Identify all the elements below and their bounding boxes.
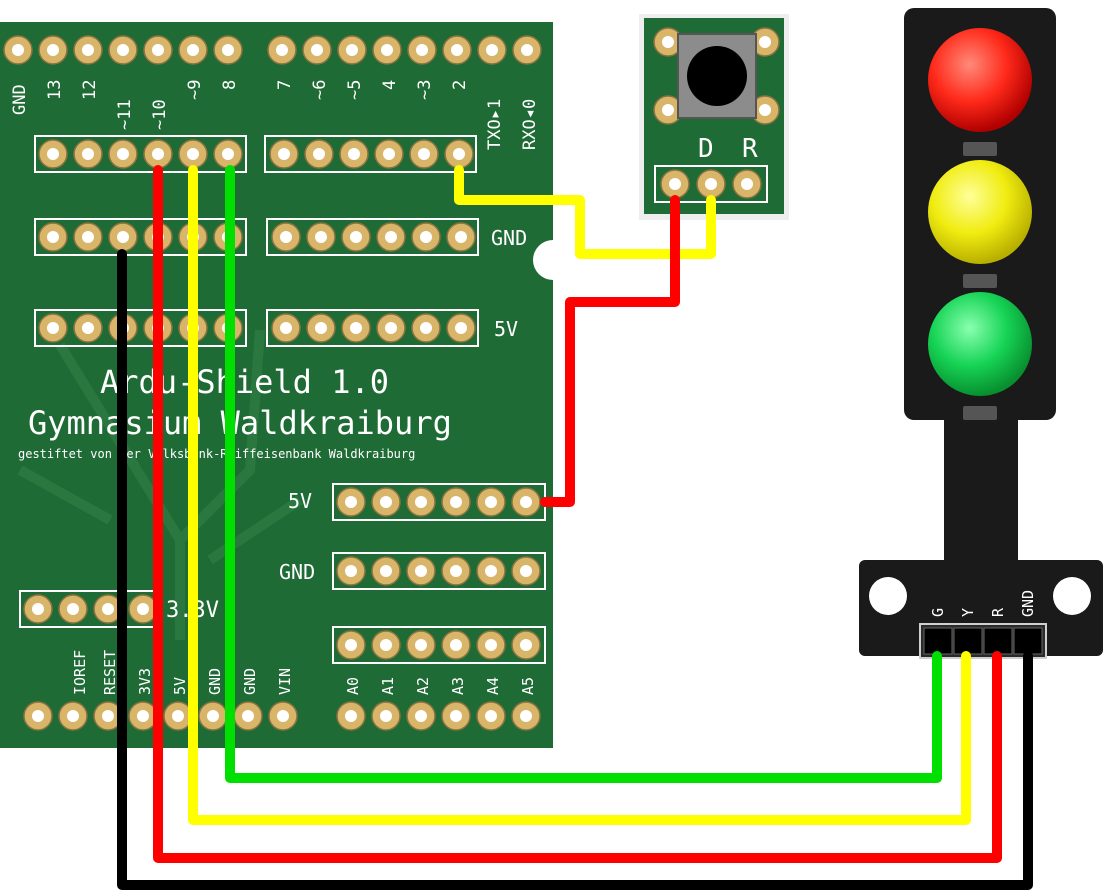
shield-title: Ardu-Shield 1.0 <box>100 363 389 401</box>
top-header-pads <box>3 35 542 65</box>
row-5v-label: 5V <box>494 317 518 341</box>
arduino-shield: GND 13 12 ~11 ~10 ~9 8 7 ~6 ~5 4 ~3 2 TX… <box>0 22 553 748</box>
pin-label-8: 8 <box>220 80 240 90</box>
pin-label-5v: 5V <box>171 677 189 695</box>
button-pin-d <box>696 169 726 199</box>
button-pin-label-d: D <box>698 134 714 164</box>
bottom-header-pads <box>23 701 541 731</box>
mid-5v-label: 5V <box>288 489 312 513</box>
pin-label-a0: A0 <box>344 677 362 695</box>
shield-subtitle: Gymnasium Waldkraiburg <box>28 404 452 442</box>
mount-hole-left <box>869 577 907 615</box>
pin-label-12: 12 <box>80 80 100 100</box>
wire-black-gnd <box>117 249 1033 890</box>
pin-label-13: 13 <box>45 80 65 100</box>
row-gnd-label: GND <box>491 226 527 250</box>
pin-label-5: ~5 <box>345 80 365 100</box>
header-row-gnd: GND <box>34 218 527 256</box>
wire-yellow-button-d <box>454 165 716 259</box>
header-row-1 <box>34 135 477 173</box>
pin-label-tx1: TXO▸1 <box>485 99 505 150</box>
pin-label-gnd: GND <box>10 84 30 115</box>
pin-label-10: ~10 <box>150 99 170 130</box>
pin-label-gnd-1: GND <box>206 668 224 695</box>
traffic-pin-labels: G Y R GND <box>929 590 1037 617</box>
traffic-pin-header <box>919 623 1047 659</box>
button-pin-left <box>660 169 690 199</box>
pin-label-3v3: 3V3 <box>136 668 154 695</box>
pin-label-11: ~11 <box>115 99 135 130</box>
pin-label-reset: RESET <box>101 650 119 695</box>
pin-label-ioref: IOREF <box>71 650 89 695</box>
push-button[interactable] <box>687 46 747 106</box>
analog-header-row <box>332 626 546 664</box>
shield-sponsor: gestiftet von der Volksbank-Raiffeisenba… <box>18 447 415 461</box>
pin-label-vin: VIN <box>276 668 294 695</box>
button-pin-r <box>732 169 762 199</box>
pin-label-gnd-2: GND <box>241 668 259 695</box>
pin-label-a2: A2 <box>414 677 432 695</box>
mid-gnd-label: GND <box>279 560 315 584</box>
button-pin-label-r: R <box>742 134 758 164</box>
traffic-pin-label-g: G <box>929 608 947 617</box>
wires <box>117 165 1033 890</box>
traffic-light-lamps <box>928 28 1032 420</box>
wire-red-pin10 <box>153 165 1002 863</box>
pin-label-2: 2 <box>450 80 470 90</box>
board-traces <box>17 329 303 640</box>
pin-label-a1: A1 <box>379 677 397 695</box>
mount-hole-right <box>1053 577 1091 615</box>
mid-gnd-row: GND <box>279 552 546 590</box>
yellow-light <box>928 160 1032 264</box>
pin-label-a3: A3 <box>449 677 467 695</box>
traffic-light-module: G Y R GND <box>859 8 1103 659</box>
button-module: D R <box>639 14 789 220</box>
power-pin-labels: IOREF RESET 3V3 5V GND GND VIN <box>71 650 294 695</box>
traffic-pin-label-y: Y <box>959 608 977 617</box>
green-light <box>928 292 1032 396</box>
red-light <box>928 28 1032 132</box>
traffic-pin-label-gnd: GND <box>1019 590 1037 617</box>
pin-label-a4: A4 <box>484 677 502 695</box>
pin-label-4: 4 <box>380 80 400 90</box>
header-row-5v: 5V <box>34 309 518 347</box>
pin-label-3: ~3 <box>415 80 435 100</box>
pin-label-rx0: RXO◂0 <box>520 99 540 150</box>
pin-label-9: ~9 <box>185 80 205 100</box>
traffic-pin-label-r: R <box>989 607 1007 617</box>
analog-pin-labels: A0 A1 A2 A3 A4 A5 <box>344 677 537 695</box>
pin-label-6: ~6 <box>310 80 330 100</box>
pin-label-a5: A5 <box>519 677 537 695</box>
wire-red-button-5v <box>540 195 680 507</box>
top-pin-labels: GND 13 12 ~11 ~10 ~9 8 7 ~6 ~5 4 ~3 2 TX… <box>10 80 540 150</box>
pin-label-7: 7 <box>275 80 295 90</box>
wire-yellow-pin9 <box>188 165 971 825</box>
board-notch <box>533 240 553 280</box>
wire-green-pin8 <box>225 165 942 783</box>
